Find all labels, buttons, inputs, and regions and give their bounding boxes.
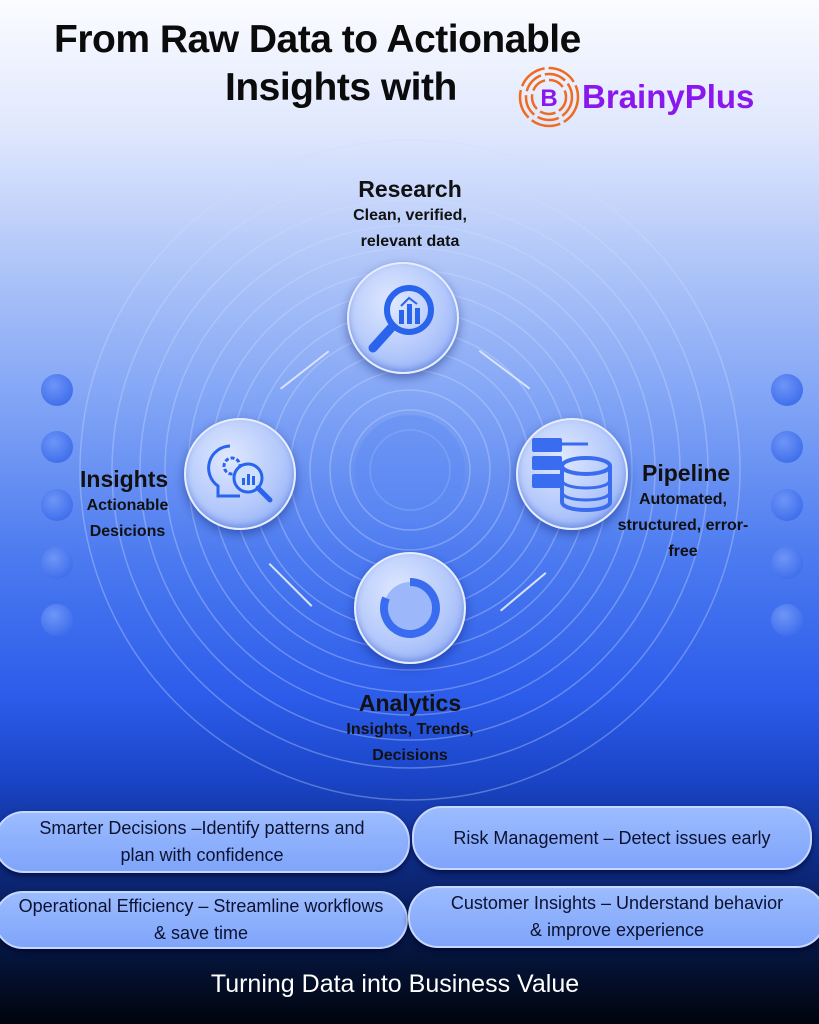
side-dot: [41, 547, 73, 579]
title-line-2: Insights with: [225, 66, 457, 109]
research-title: Research: [358, 176, 462, 202]
side-dot: [41, 489, 73, 521]
brainyplus-logo-icon: B: [518, 66, 580, 128]
benefit-text: Smarter Decisions –Identify patterns and: [39, 818, 365, 838]
insights-desc-1: Actionable: [86, 497, 169, 514]
pipeline-desc-2: structured, error-: [617, 517, 749, 534]
brand-name: BrainyPlus: [582, 78, 755, 115]
benefit-text: Customer Insights – Understand behavior: [450, 893, 784, 913]
benefit-text: plan with confidence: [120, 845, 284, 865]
insights-desc-2: Desicions: [89, 523, 166, 540]
magnifier-chart-icon: [368, 285, 434, 353]
research-node: [347, 262, 459, 374]
title-line-1: From Raw Data to Actionable: [54, 18, 581, 61]
benefit-risk-management: Risk Management – Detect issues early: [412, 806, 812, 870]
benefit-operational-efficiency: Operational Efficiency – Streamline work…: [0, 891, 408, 949]
benefit-text: Operational Efficiency – Streamline work…: [18, 896, 384, 916]
side-dot: [771, 489, 803, 521]
svg-text:B: B: [540, 85, 557, 112]
benefit-text: Risk Management – Detect issues early: [453, 827, 771, 848]
side-dot: [771, 431, 803, 463]
pie-chart-icon: [380, 578, 440, 638]
benefit-smarter-decisions: Smarter Decisions –Identify patterns and…: [0, 811, 410, 873]
side-dot: [771, 547, 803, 579]
side-dot: [41, 431, 73, 463]
research-desc-2: relevant data: [360, 233, 460, 250]
pipeline-title: Pipeline: [642, 460, 731, 486]
footer-tagline: Turning Data into Business Value: [210, 970, 580, 998]
analytics-desc-1: Insights, Trends,: [346, 721, 474, 738]
research-desc-1: Clean, verified,: [353, 207, 467, 224]
benefit-customer-insights: Customer Insights – Understand behavior &…: [408, 886, 819, 948]
insights-label: Insights Actionable Desicions: [60, 466, 195, 545]
insights-node: [184, 418, 296, 530]
pipeline-node: [516, 418, 628, 530]
pipeline-desc-3: free: [668, 543, 698, 560]
side-dot: [771, 604, 803, 636]
insights-title: Insights: [80, 466, 169, 492]
side-dot: [41, 374, 73, 406]
database-server-icon: [532, 438, 612, 513]
analytics-label: Analytics Insights, Trends, Decisions: [310, 690, 510, 769]
pipeline-desc-1: Automated,: [639, 491, 727, 508]
analytics-node: [354, 552, 466, 664]
benefit-text: & save time: [153, 923, 249, 943]
pipeline-label: Pipeline Automated, structured, error- f…: [598, 460, 768, 565]
research-label: Research Clean, verified, relevant data: [310, 176, 510, 255]
analytics-title: Analytics: [358, 690, 462, 716]
benefit-text: & improve experience: [529, 920, 705, 940]
side-dot: [41, 604, 73, 636]
side-dot: [771, 374, 803, 406]
lightbulb-gear-icon: [207, 444, 273, 503]
analytics-desc-2: Decisions: [372, 747, 448, 764]
